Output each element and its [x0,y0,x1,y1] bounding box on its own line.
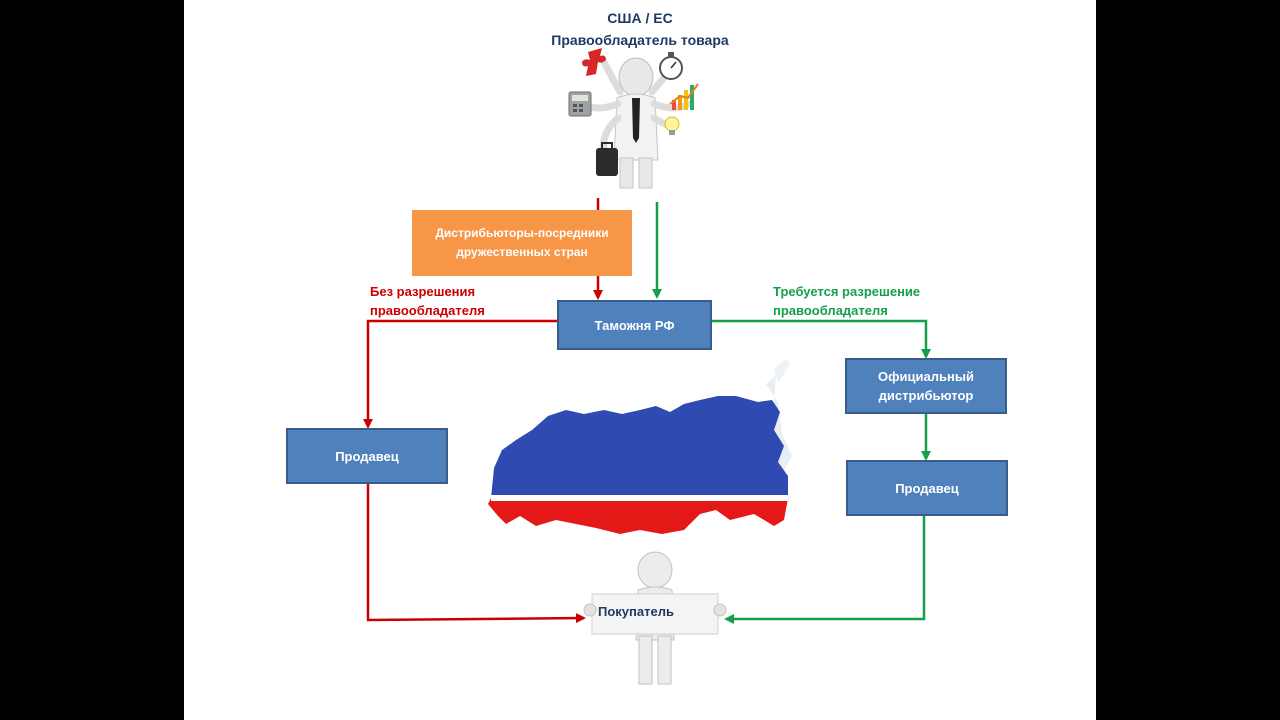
stopwatch-icon [659,52,683,80]
customs-text: Таможня РФ [594,317,675,333]
distributors-friendly-countries-box: Дистрибьюторы-посредники дружественных с… [412,210,632,276]
customs-box: Таможня РФ [557,300,712,350]
bar-chart-icon [669,83,699,110]
puzzle-icon [582,48,606,76]
seller-left-box: Продавец [286,428,448,484]
permission-required-label: Требуется разрешение правообладателя [773,284,921,318]
seller-right-box: Продавец [846,460,1008,516]
rights-holder-figure [580,57,692,189]
red-arrow-customs-to-seller [363,319,558,429]
header-region-label: США / ЕС [607,10,673,26]
seller-right-text: Продавец [895,480,959,496]
red-arrow-seller-to-buyer [366,484,586,624]
green-arrow-seller-to-buyer [724,516,926,624]
seller-left-text: Продавец [335,448,399,464]
diagram-slide: США / ЕС Правообладатель товара Дистрибь… [184,0,1096,720]
buyer-label: Покупатель [598,604,674,619]
without-permission-label: Без разрешения правообладателя [370,284,485,318]
briefcase-icon [596,142,618,176]
calculator-icon [568,91,592,117]
diagram-canvas [363,48,931,685]
official-distributor-text: Официальный дистрибьютор [878,369,974,403]
distributors-friendly-countries-text: Дистрибьюторы-посредники дружественных с… [435,226,609,259]
official-distributor-box: Официальный дистрибьютор [845,358,1007,414]
russia-flag-map [488,360,792,534]
buyer-figure [583,551,727,685]
green-arrow-customs-to-official-distributor [711,319,931,359]
header-rights-holder-label: Правообладатель товара [551,32,729,48]
lightbulb-icon [664,116,680,135]
